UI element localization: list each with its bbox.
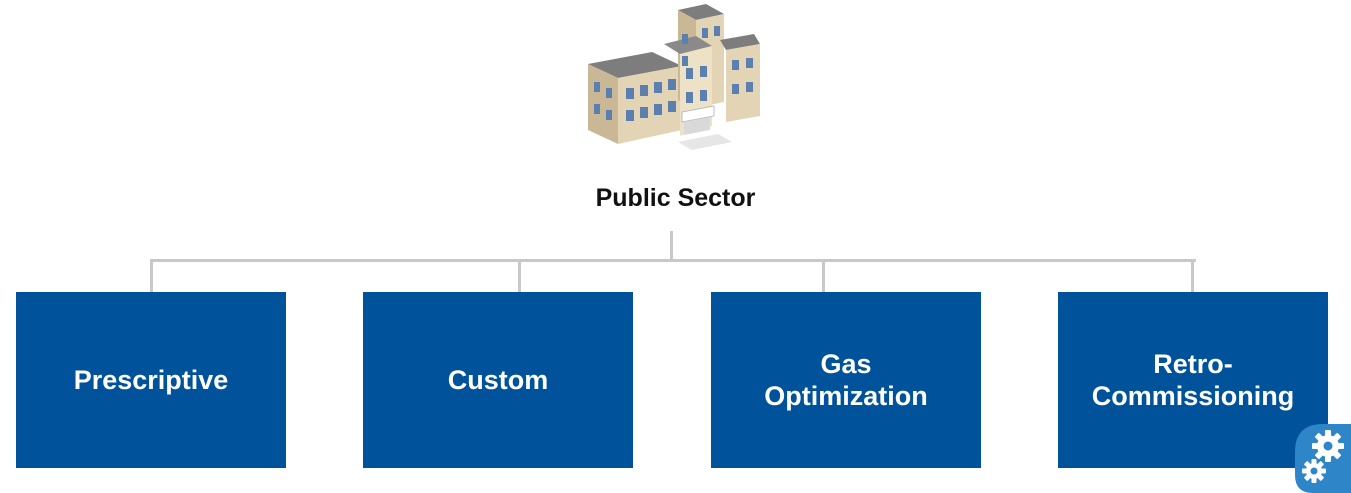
connector-drop-1 bbox=[150, 259, 153, 292]
connector-root-stem bbox=[670, 231, 673, 261]
gears-icon[interactable] bbox=[1295, 424, 1351, 493]
school-building-icon bbox=[588, 4, 760, 150]
connector-horizontal-bar bbox=[150, 259, 1196, 262]
child-label-custom: Custom bbox=[447, 365, 549, 395]
child-label-prescriptive: Prescriptive bbox=[73, 365, 229, 395]
child-box-retro-commissioning: Retro- Commissioning bbox=[1058, 292, 1328, 468]
connector-drop-2 bbox=[518, 259, 521, 292]
child-box-prescriptive: Prescriptive bbox=[16, 292, 286, 468]
connector-drop-3 bbox=[822, 259, 825, 292]
child-box-gas-optimization: Gas Optimization bbox=[711, 292, 981, 468]
child-label-gas-optimization: Gas Optimization bbox=[764, 349, 928, 411]
connector-drop-4 bbox=[1191, 259, 1194, 292]
child-label-retro-commissioning: Retro- Commissioning bbox=[1091, 349, 1295, 411]
root-node-label: Public Sector bbox=[595, 184, 756, 212]
child-box-custom: Custom bbox=[363, 292, 633, 468]
